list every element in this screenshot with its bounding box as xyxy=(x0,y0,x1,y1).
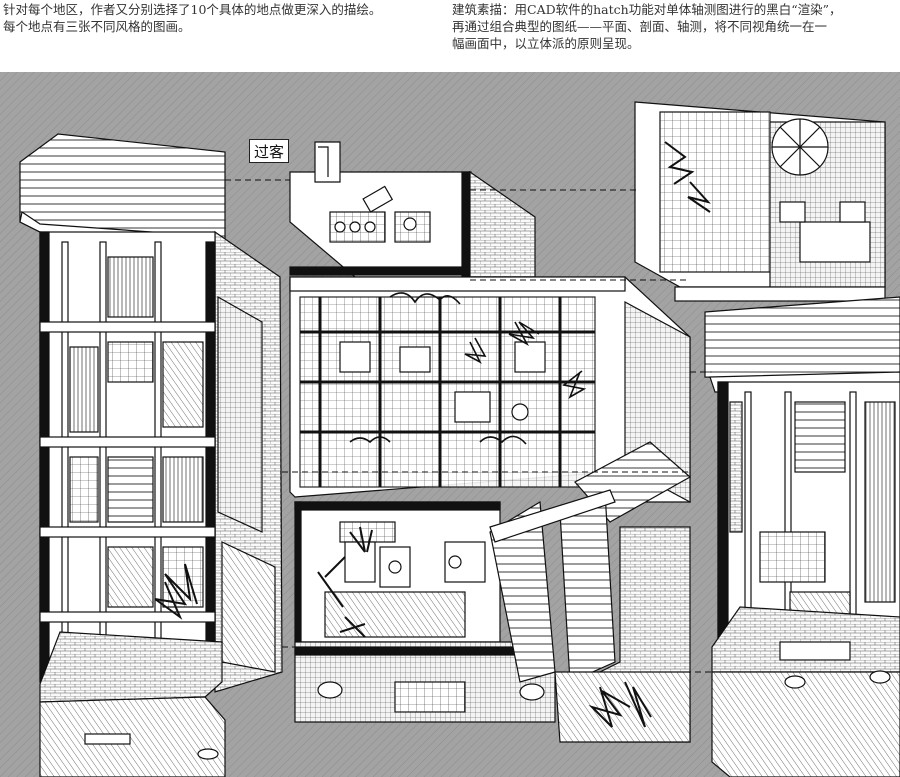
center-section xyxy=(294,501,556,723)
caption-left-line-2: 每个地点有三张不同风格的图画。 xyxy=(3,19,191,34)
guest-label: 过客 xyxy=(249,139,289,163)
center-plan xyxy=(289,276,692,523)
top-right-plan xyxy=(634,101,886,302)
caption-right-line-1: 建筑素描：用CAD软件的hatch功能对单体轴测图进行的黑白“渲染”， xyxy=(452,2,842,17)
caption-left-line-1: 针对每个地区，作者又分别选择了10个具体的地点做更深入的描绘。 xyxy=(3,2,382,17)
left-tower xyxy=(19,133,283,777)
center-right-structure xyxy=(489,489,691,743)
caption-right-line-2: 再通过组合典型的图纸——平面、剖面、轴测，将不同视角统一在一 xyxy=(452,19,828,34)
caption-right: 建筑素描：用CAD软件的hatch功能对单体轴测图进行的黑白“渲染”， 再通过组… xyxy=(452,1,892,52)
caption-left: 针对每个地区，作者又分别选择了10个具体的地点做更深入的描绘。 每个地点有三张不… xyxy=(3,1,433,35)
architectural-axonometric-drawing xyxy=(0,72,900,777)
caption-right-line-3: 幅画面中，以立体派的原则呈现。 xyxy=(452,36,640,51)
right-building xyxy=(704,296,900,777)
projection-lines xyxy=(225,179,712,673)
